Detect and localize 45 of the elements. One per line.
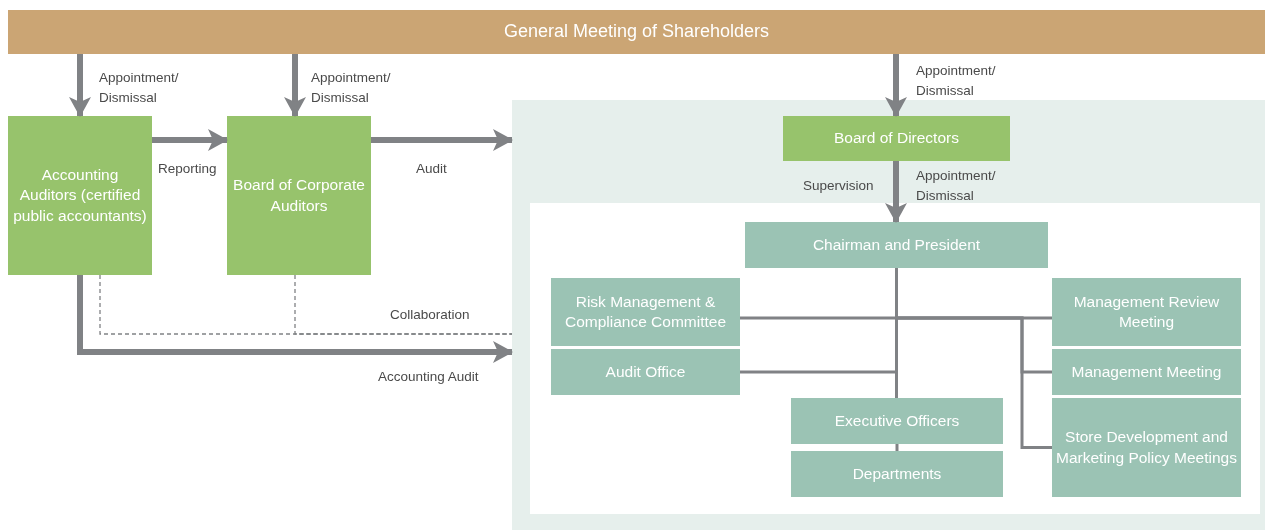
process-box bbox=[551, 349, 740, 395]
process-box bbox=[791, 451, 1003, 497]
arrow bbox=[885, 161, 907, 223]
connector-line bbox=[895, 444, 899, 451]
node-label: Departments bbox=[852, 463, 942, 484]
node-label: Management Meeting bbox=[1071, 361, 1222, 382]
arrow bbox=[284, 54, 306, 117]
annotation-text: Appointment/ Dismissal bbox=[916, 167, 997, 205]
edge-label: Audit bbox=[416, 160, 448, 178]
arrow bbox=[69, 54, 91, 117]
process-box bbox=[791, 398, 1003, 444]
process-box bbox=[783, 116, 1010, 161]
arrow bbox=[885, 54, 907, 117]
inner-panel bbox=[530, 203, 1260, 514]
arrow bbox=[371, 129, 513, 151]
node-label: Store Development and Marketing Policy Meetings bbox=[1056, 427, 1237, 468]
edge-label: Collaboration bbox=[390, 306, 471, 324]
arrow bbox=[152, 129, 228, 151]
node-label: Accounting Auditors (certified public accountants) bbox=[12, 165, 148, 226]
node-label: Board of Directors bbox=[834, 128, 959, 149]
edge-label: Accounting Audit bbox=[378, 368, 480, 386]
node-label: General Meeting of Shareholders bbox=[503, 20, 770, 44]
node-label: Management Review Meeting bbox=[1072, 291, 1221, 332]
shaded-panel bbox=[512, 100, 1265, 530]
edge-label: Appointment/ Dismissal bbox=[99, 69, 180, 107]
connector-line bbox=[294, 274, 513, 335]
arrow bbox=[77, 275, 513, 363]
edge-label: Appointment/ Dismissal bbox=[311, 69, 392, 107]
process-box bbox=[227, 116, 371, 275]
node-label: Executive Officers bbox=[834, 410, 960, 431]
node-label: Risk Management & Compliance Committee bbox=[563, 291, 728, 332]
process-box bbox=[1052, 398, 1241, 497]
edge-label: Supervision bbox=[803, 177, 875, 195]
process-box bbox=[551, 278, 740, 346]
node-label: Chairman and President bbox=[812, 234, 981, 255]
process-box bbox=[745, 222, 1048, 268]
node-label: Board of Corporate Auditors bbox=[232, 175, 366, 216]
header-bar bbox=[8, 10, 1265, 54]
edge-label: Appointment/ Dismissal bbox=[916, 62, 997, 100]
process-box bbox=[1052, 349, 1241, 395]
process-box bbox=[1052, 278, 1241, 346]
edge-label: Reporting bbox=[158, 160, 218, 178]
process-box bbox=[8, 116, 152, 275]
connector-line bbox=[895, 268, 1052, 449]
node-label: Audit Office bbox=[605, 361, 686, 382]
